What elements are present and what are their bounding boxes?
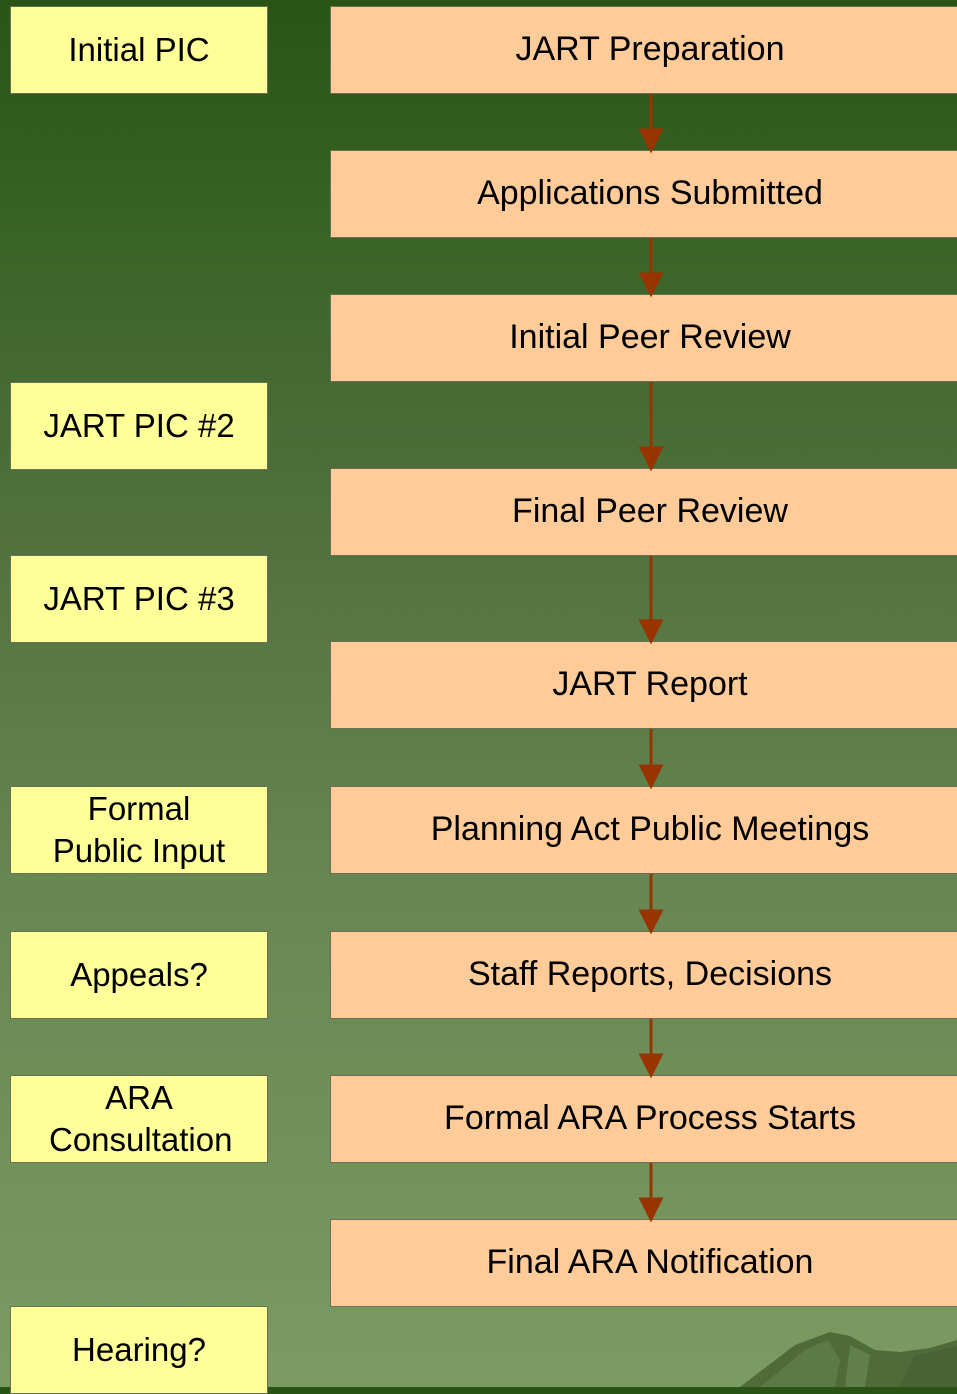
arrow-6 [638,874,664,935]
side-label-text: JART PIC #2 [43,406,235,444]
side-label-text: JART PIC #3 [43,579,235,617]
arrow-4 [638,556,664,645]
step-planning-act-public-meetings: Planning Act Public Meetings [330,786,957,874]
side-label-jart-pic-2: JART PIC #2 [10,382,268,470]
side-label-text: Formal Public Input [52,789,226,869]
arrow-8 [638,1163,664,1223]
step-jart-report: JART Report [330,641,957,729]
arrow-7 [638,1019,664,1079]
step-text: JART Preparation [515,30,785,69]
step-initial-peer-review: Initial Peer Review [330,294,957,382]
step-text: Staff Reports, Decisions [467,955,833,994]
arrow-3 [638,382,664,472]
step-final-ara-notification: Final ARA Notification [330,1219,957,1307]
step-text: Final Peer Review [512,492,788,531]
arrow-5 [638,729,664,790]
side-label-text: Initial PIC [68,30,210,68]
step-text: Initial Peer Review [509,318,791,357]
side-label-hearing: Hearing? [10,1306,268,1394]
step-text: Formal ARA Process Starts [444,1099,856,1138]
arrow-1 [638,94,664,154]
step-formal-ara-process-starts: Formal ARA Process Starts [330,1075,957,1163]
step-text: Final ARA Notification [486,1243,814,1282]
side-label-formal-public-input: Formal Public Input [10,786,268,874]
side-label-jart-pic-3: JART PIC #3 [10,555,268,643]
side-label-appeals: Appeals? [10,931,268,1019]
step-jart-preparation: JART Preparation [330,6,957,94]
side-label-ara-consultation: ARA Consultation [10,1075,268,1163]
step-text: Applications Submitted [477,174,823,213]
mountain-illustration [740,1332,957,1387]
step-final-peer-review: Final Peer Review [330,468,957,556]
step-text: JART Report [552,665,748,704]
arrow-2 [638,238,664,298]
step-applications-submitted: Applications Submitted [330,150,957,238]
step-text: Planning Act Public Meetings [430,810,870,849]
step-staff-reports-decisions: Staff Reports, Decisions [330,931,957,1019]
side-label-text: Appeals? [70,955,208,993]
side-label-text: ARA Consultation [49,1078,233,1158]
side-label-initial-pic: Initial PIC [10,6,268,94]
side-label-text: Hearing? [72,1330,206,1368]
